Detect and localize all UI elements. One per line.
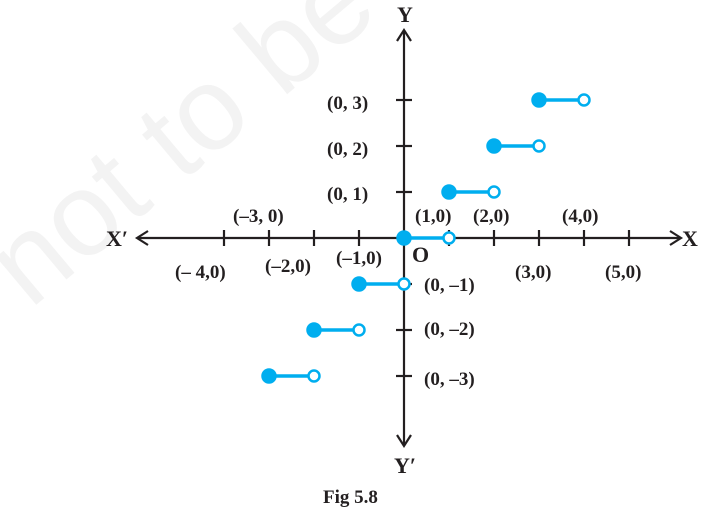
closed-endpoint-y-minus-2 [306,322,322,338]
label-x-2: (2,0) [473,206,509,227]
step-segment-y-minus-3 [261,368,321,384]
label-y-2: (0, 2) [327,139,368,160]
label-y-1: (0, 1) [327,184,368,205]
open-endpoint-y-minus-1 [397,277,411,291]
closed-endpoint-y-minus-1 [351,276,367,292]
label-y-minus-1: (0, –1) [424,275,475,296]
y-axis-positive-label: Y [397,2,413,27]
x-axis-positive-label: X [682,226,698,251]
closed-endpoint-y-2 [486,138,502,154]
label-x-minus-3: (–3, 0) [233,206,284,227]
label-y-minus-3: (0, –3) [424,369,475,390]
open-endpoint-y-minus-3 [307,369,321,383]
label-x-1: (1,0) [415,206,451,227]
step-segment-y-1 [441,184,501,200]
label-x-minus-1: (–1,0) [336,248,382,269]
open-endpoint-y-minus-2 [352,323,366,337]
closed-endpoint-y-0 [396,230,412,246]
y-axis-positive-arrow [396,27,412,42]
open-endpoint-y-2 [532,139,546,153]
x-axis-negative-label: X′ [106,226,128,251]
label-y-minus-2: (0, –2) [424,319,475,340]
closed-endpoint-y-3 [531,92,547,108]
step-segment-y-minus-1 [351,276,411,292]
step-segment-y-0 [396,230,456,246]
y-axis-negative-label: Y′ [394,453,416,478]
closed-endpoint-y-1 [441,184,457,200]
open-endpoint-y-3 [577,93,591,107]
label-y-3: (0, 3) [327,93,368,114]
x-axis-positive-arrow [669,230,684,246]
step-segments [261,92,591,384]
open-endpoint-y-1 [487,185,501,199]
label-x-3: (3,0) [515,262,551,283]
step-segment-y-3 [531,92,591,108]
label-x-4: (4,0) [562,206,598,227]
open-endpoint-y-0 [442,231,456,245]
origin-label: O [412,242,429,267]
x-axis-negative-arrow [134,230,149,246]
watermark: not to be republished [0,0,702,330]
label-x-minus-4: (– 4,0) [175,262,226,283]
step-segment-y-2 [486,138,546,154]
y-axis-negative-arrow [396,434,412,449]
label-x-minus-2: (–2,0) [265,256,311,277]
step-segment-y-minus-2 [306,322,366,338]
label-x-5: (5,0) [605,262,641,283]
closed-endpoint-y-minus-3 [261,368,277,384]
figure-caption: Fig 5.8 [323,487,378,508]
